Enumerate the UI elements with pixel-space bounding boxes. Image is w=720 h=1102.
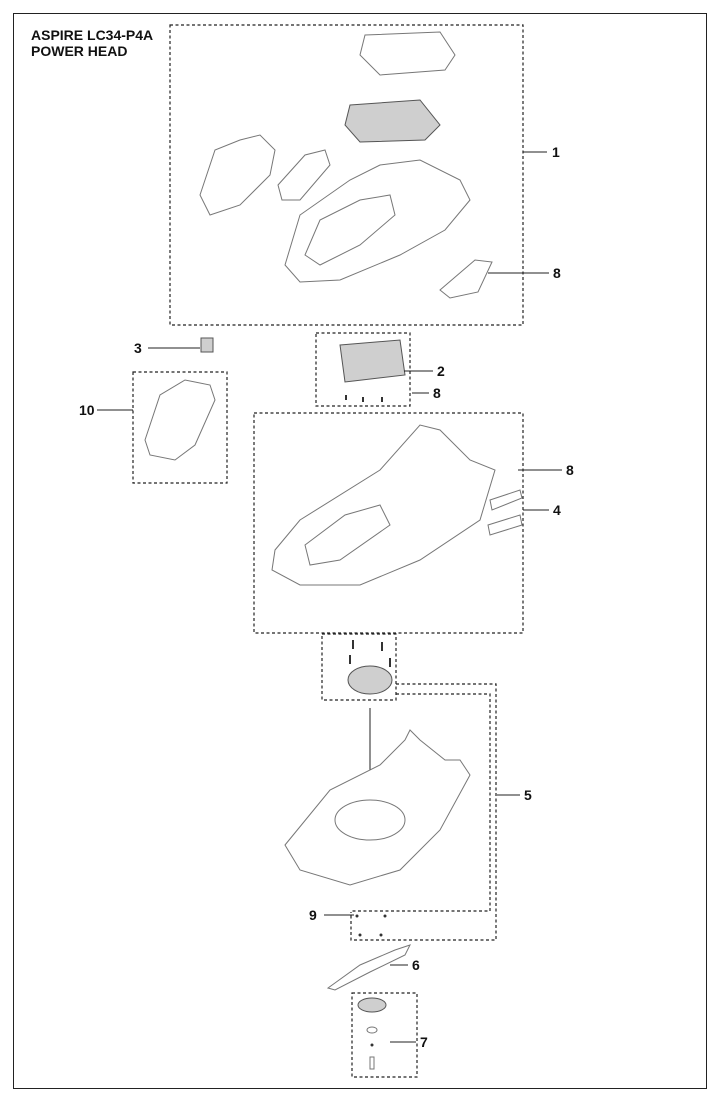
part-chassis-opening[interactable] xyxy=(304,504,391,566)
part-handle-top[interactable] xyxy=(359,31,456,76)
part-blade-adapter[interactable] xyxy=(357,997,387,1013)
part-4-bracket-top[interactable] xyxy=(489,489,523,511)
callout-1: 1 xyxy=(552,144,560,160)
part-latch[interactable] xyxy=(277,149,331,201)
part-6-blade[interactable] xyxy=(326,944,411,991)
group-box xyxy=(169,24,524,326)
part-washer[interactable] xyxy=(366,1026,378,1034)
group-box-outer xyxy=(350,683,497,941)
group-5-motor-deck: 5 9 xyxy=(284,633,532,941)
part-bolt[interactable] xyxy=(369,1056,375,1070)
part-cover-window[interactable] xyxy=(304,194,396,266)
section-name: POWER HEAD xyxy=(31,43,128,59)
part-4-bracket-bottom[interactable] xyxy=(487,514,523,536)
part-side-trim[interactable] xyxy=(439,259,493,299)
group-box xyxy=(315,332,411,407)
group-7-blade-hub: 7 xyxy=(351,992,428,1078)
part-deck-fan[interactable] xyxy=(334,799,406,841)
part-control-board[interactable] xyxy=(339,339,406,383)
callout-8: 8 xyxy=(433,385,441,401)
part-10-housing[interactable] xyxy=(144,379,216,461)
callout-7: 7 xyxy=(420,1034,428,1050)
part-battery-cover[interactable] xyxy=(199,134,276,216)
callout-3: 3 xyxy=(134,340,142,356)
callout-8: 8 xyxy=(566,462,574,478)
group-box-inner xyxy=(351,693,491,912)
part-chassis-frame[interactable] xyxy=(271,424,496,586)
part-3-switch[interactable] xyxy=(200,337,214,353)
diagram-title: ASPIRE LC34-P4A POWER HEAD xyxy=(31,27,153,59)
group-box xyxy=(132,371,228,484)
callout-2: 2 xyxy=(437,363,445,379)
callout-5: 5 xyxy=(524,787,532,803)
callout-6: 6 xyxy=(412,957,420,973)
callout-8: 8 xyxy=(553,265,561,281)
model-name: ASPIRE LC34-P4A xyxy=(31,27,154,43)
callout-10: 10 xyxy=(79,402,95,418)
callout-9: 9 xyxy=(309,907,317,923)
group-2-control-board: 2 8 xyxy=(315,332,445,407)
page-border xyxy=(13,13,707,1089)
group-box xyxy=(351,992,418,1078)
callout-4: 4 xyxy=(553,502,561,518)
group-6-blade: 6 xyxy=(326,944,420,991)
group-10-handle-housing: 3 10 xyxy=(79,337,228,484)
part-motor[interactable] xyxy=(347,665,393,695)
group-1-top-cover: 1 8 xyxy=(169,24,561,326)
part-handle-frame[interactable] xyxy=(344,99,441,143)
group-box xyxy=(253,412,524,634)
motor-box xyxy=(321,633,397,701)
group-chassis: 8 4 xyxy=(253,412,574,634)
